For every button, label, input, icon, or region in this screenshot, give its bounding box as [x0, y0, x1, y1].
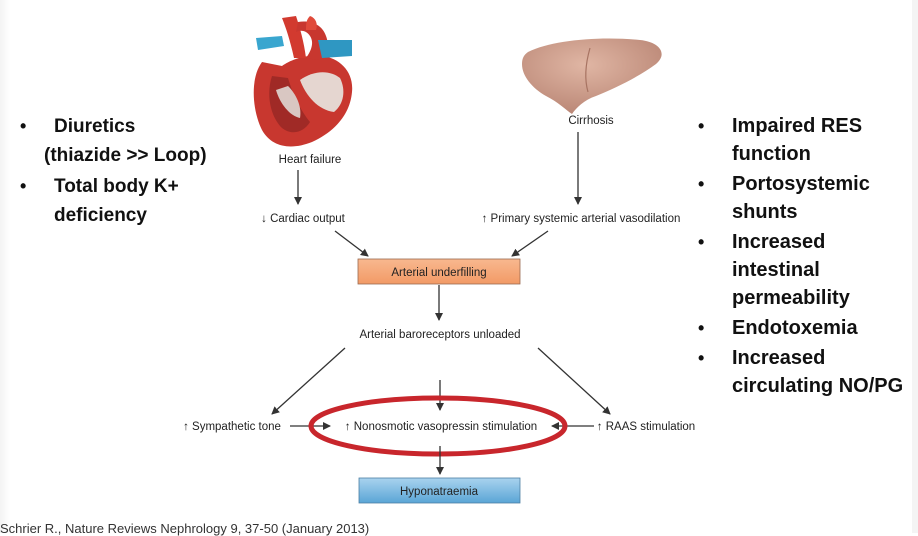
right-bullet-list: • Impaired RES function • Portosystemic sh…	[698, 112, 908, 402]
bullet-dot: •	[698, 116, 705, 136]
left-bullet-item: • Total body K+ deficiency	[20, 172, 250, 230]
arrow-vasodilation-to-underfilling	[511, 230, 549, 257]
right-bullet-text: Portosystemic shunts	[732, 173, 870, 223]
right-bullet-text: Impaired RES function	[732, 115, 863, 165]
left-bullet-text: Diuretics	[54, 116, 136, 137]
bullet-dot: •	[698, 174, 705, 194]
left-bullet-subtext: (thiazide >> Loop)	[44, 145, 207, 166]
liver-illustration	[522, 38, 662, 114]
right-bullet-item: • Increased intestinal permeability	[698, 228, 908, 312]
right-bullet-item: • Impaired RES function	[698, 112, 908, 168]
right-bullet-text: Increased circulating NO/PG	[732, 347, 904, 397]
right-bullet-item: • Endotoxemia	[698, 314, 908, 342]
right-bullet-text: Endotoxemia	[732, 317, 858, 339]
hyponatraemia-box: Hyponatraemia	[358, 477, 521, 504]
cirrhosis-label: Cirrhosis	[568, 115, 614, 127]
cardiac-output-label: ↓ Cardiac output	[261, 213, 346, 225]
bullet-dot: •	[20, 176, 27, 196]
highlight-ellipse	[308, 395, 568, 457]
bullet-dot: •	[698, 348, 705, 368]
citation-text: Schrier R., Nature Reviews Nephrology 9,…	[0, 521, 370, 536]
hyponatraemia-label: Hyponatraemia	[400, 486, 479, 498]
arrow-cardiac-to-underfilling	[334, 230, 369, 257]
bullet-dot: •	[698, 232, 705, 252]
slide-right-edge	[912, 0, 918, 533]
right-bullet-item: • Portosystemic shunts	[698, 170, 908, 226]
underfilling-box: Arterial underfilling	[357, 258, 521, 285]
arrow-baroreceptors-to-sympathetic	[271, 347, 346, 415]
right-bullet-item: • Increased circulating NO/PG	[698, 344, 908, 400]
bullet-dot: •	[698, 318, 705, 338]
heart-illustration	[253, 16, 353, 147]
right-bullet-text: Increased intestinal permeability	[732, 231, 850, 309]
raas-label: ↑ RAAS stimulation	[597, 421, 695, 433]
underfilling-label: Arterial underfilling	[391, 267, 486, 279]
sympathetic-label: ↑ Sympathetic tone	[183, 421, 281, 433]
left-bullet-item: • Diuretics (thiazide >> Loop)	[20, 112, 250, 170]
vasopressin-label: ↑ Nonosmotic vasopressin stimulation	[345, 421, 537, 433]
vasodilation-label: ↑ Primary systemic arterial vasodilation	[482, 213, 681, 225]
bullet-dot: •	[20, 116, 27, 136]
arrow-baroreceptors-to-raas	[537, 347, 611, 415]
baroreceptors-label: Arterial baroreceptors unloaded	[359, 329, 520, 341]
left-bullet-text: Total body K+ deficiency	[54, 176, 179, 226]
slide-left-edge	[0, 0, 10, 533]
left-bullet-list: • Diuretics (thiazide >> Loop) • Total b…	[20, 112, 250, 230]
heart-failure-label: Heart failure	[279, 154, 342, 166]
